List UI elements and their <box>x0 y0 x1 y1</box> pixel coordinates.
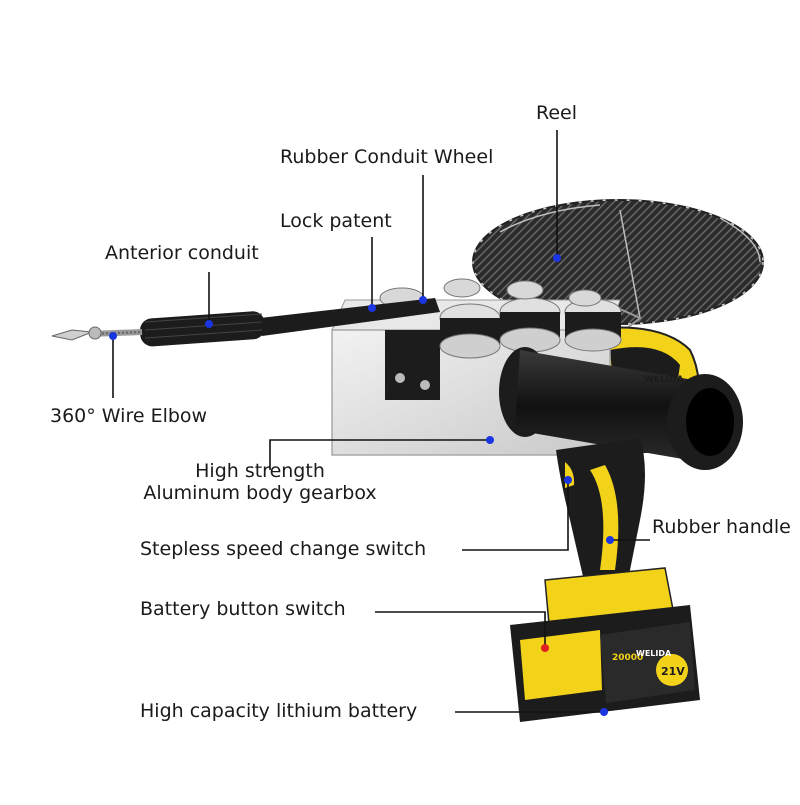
label-gearbox-line2: Aluminum body gearbox <box>143 482 377 504</box>
wire-elbow-shape <box>51 326 143 341</box>
label-lithium-battery: High capacity lithium battery <box>140 700 418 722</box>
label-battery-button: Battery button switch <box>140 598 346 620</box>
voltage-mark: 21V <box>661 665 685 678</box>
label-rubber-conduit-wheel: Rubber Conduit Wheel <box>280 146 494 168</box>
label-rubber-handle: Rubber handle <box>652 516 791 538</box>
label-gearbox: High strength Aluminum body gearbox <box>140 460 380 504</box>
label-lock-patent: Lock patent <box>280 210 392 232</box>
battery-shape <box>510 567 700 722</box>
label-gearbox-line1: High strength <box>195 460 325 482</box>
conduit-wheels-shape <box>379 278 622 359</box>
rubber-handle-shape <box>499 347 743 470</box>
brand-mark-battery: WELIDA <box>636 649 672 658</box>
marker-dots <box>109 254 614 716</box>
anterior-conduit-shape <box>139 298 440 347</box>
grip-shape <box>556 438 645 585</box>
label-anterior-conduit: Anterior conduit <box>105 242 259 264</box>
label-wire-elbow: 360° Wire Elbow <box>50 405 208 427</box>
battery-button-dot <box>541 644 549 652</box>
brand-mark-handle: WELIDA <box>644 375 684 385</box>
label-reel: Reel <box>536 102 578 124</box>
label-speed-switch: Stepless speed change switch <box>140 538 427 560</box>
reel-shape <box>472 199 764 331</box>
leader-lines <box>112 130 650 713</box>
capacity-mark: 20000 <box>612 653 643 663</box>
